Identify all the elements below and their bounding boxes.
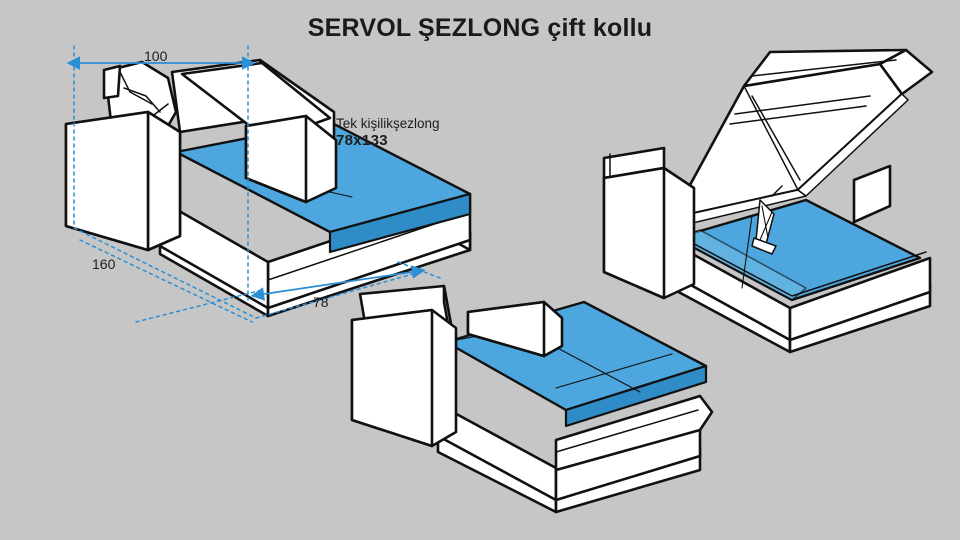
product-note-line1: Tek kişilikşezlong	[336, 116, 440, 131]
dimension-label-100: 100	[144, 48, 168, 64]
view-flat-bed	[350, 284, 714, 514]
view-storage-open	[602, 48, 934, 354]
dimension-label-160: 160	[92, 256, 116, 272]
extension-line-depth-a	[73, 227, 257, 319]
product-note-line2: 78x133	[336, 131, 388, 149]
product-note: Tek kişilikşezlong 78x133	[336, 116, 440, 150]
extension-line-depth-b	[135, 289, 263, 323]
page-title: SERVOL ŞEZLONG çift kollu	[307, 14, 653, 42]
extension-line-depth-c	[255, 271, 421, 319]
dimension-label-78: 78	[313, 294, 329, 310]
